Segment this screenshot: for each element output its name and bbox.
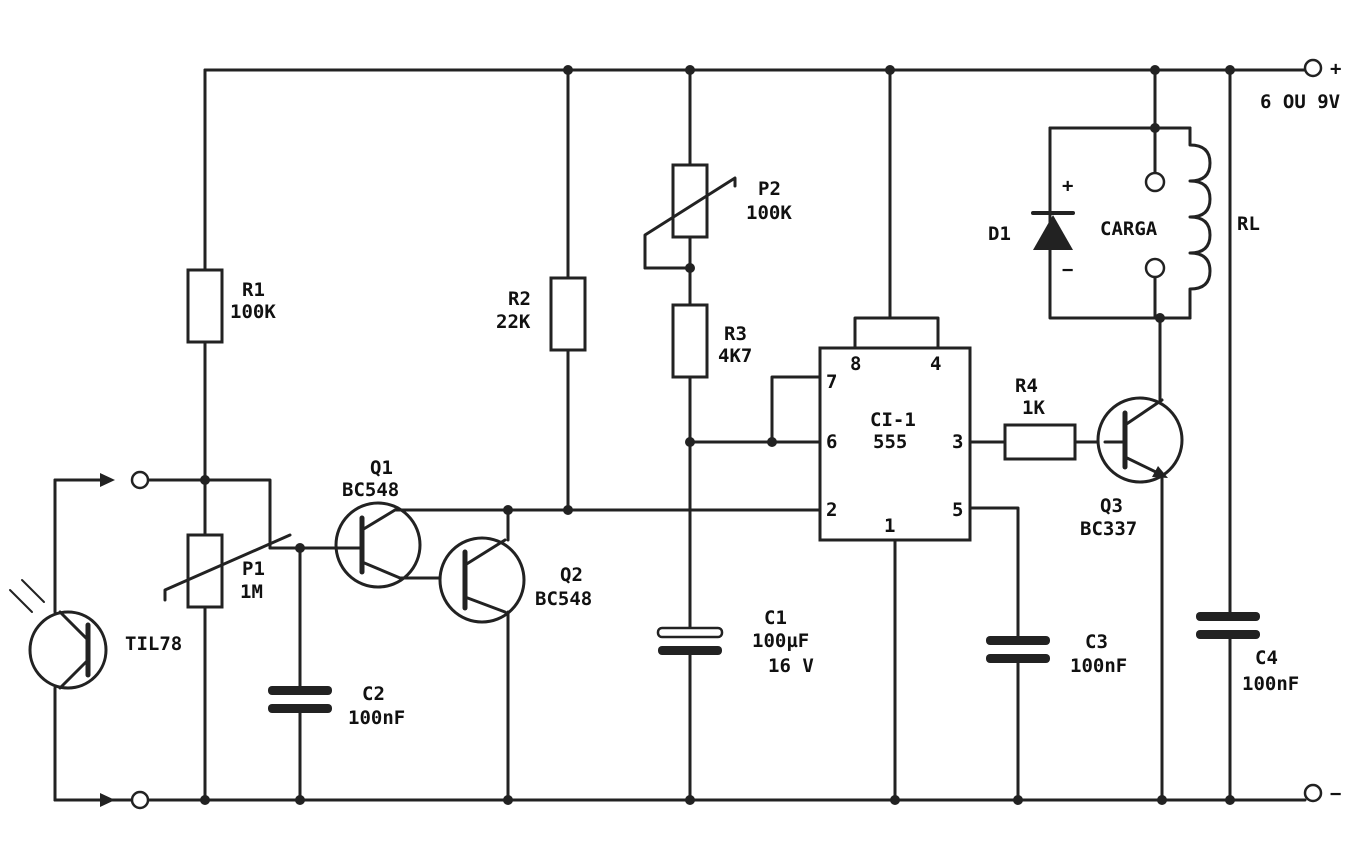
d1-name: D1 (988, 223, 1011, 245)
c2-name: C2 (362, 683, 385, 705)
p2-name: P2 (758, 178, 781, 200)
r2-name: R2 (508, 288, 531, 310)
r4-value: 1K (1022, 397, 1045, 419)
ic-pin6: 6 (826, 431, 837, 453)
negative-sign: − (1330, 783, 1341, 805)
load-terminal-top[interactable] (1144, 171, 1166, 193)
r4-resistor (1003, 423, 1077, 461)
ic-name: CI-1 (870, 409, 916, 431)
c4-value: 100nF (1242, 673, 1299, 695)
c4-name: C4 (1255, 647, 1278, 669)
phototransistor (28, 610, 108, 690)
c1-voltage: 16 V (768, 655, 814, 677)
c3-capacitor (986, 636, 1050, 645)
p1-name: P1 (242, 558, 265, 580)
relay-name: RL (1237, 213, 1260, 235)
ptr-type: TIL78 (125, 633, 182, 655)
q2-name: Q2 (560, 564, 583, 586)
q1-name: Q1 (370, 457, 393, 479)
input-top-wire (143, 478, 272, 550)
ic-pin4: 4 (930, 353, 941, 375)
c1-capacitor (656, 626, 724, 639)
ic-type: 555 (873, 431, 907, 453)
relay-load: CARGA (1100, 218, 1158, 240)
sensor-terminal-top[interactable] (130, 470, 150, 490)
p2-wiper-arrow (643, 176, 737, 270)
r1-value: 100K (230, 301, 276, 323)
c1-value: 100µF (752, 630, 809, 652)
ic-pin5: 5 (952, 499, 963, 521)
q1-transistor (334, 501, 422, 589)
d1-plus: + (1062, 175, 1073, 197)
r2-value: 22K (496, 311, 531, 333)
d1-minus: − (1062, 259, 1073, 281)
q2-transistor (438, 536, 526, 624)
supply-voltage: 6 OU 9V (1260, 91, 1340, 113)
ic-pin2: 2 (826, 499, 837, 521)
positive-terminal[interactable] (1303, 58, 1323, 78)
sensor-terminal-bottom[interactable] (130, 790, 150, 810)
r1-resistor (186, 268, 224, 344)
relay-coil (1188, 126, 1212, 320)
negative-terminal[interactable] (1303, 783, 1323, 803)
r3-resistor (671, 303, 709, 379)
c4-capacitor (1196, 612, 1260, 621)
q3-name: Q3 (1100, 495, 1123, 517)
d1-diode (1033, 215, 1073, 250)
r1-name: R1 (242, 279, 265, 301)
c3-name: C3 (1085, 631, 1108, 653)
p2-potentiometer (671, 163, 709, 239)
pin8-pin4-link (853, 316, 940, 350)
positive-sign: + (1330, 58, 1341, 80)
d1-frame (1048, 126, 1192, 320)
r3-name: R3 (724, 323, 747, 345)
r4-name: R4 (1015, 375, 1038, 397)
q3-type: BC337 (1080, 518, 1137, 540)
c2-capacitor (268, 686, 332, 695)
ic-pin7: 7 (826, 371, 837, 393)
p1-value: 1M (240, 581, 263, 603)
r2-resistor (549, 276, 587, 352)
c3-value: 100nF (1070, 655, 1127, 677)
p1-wiper-arrow (163, 533, 292, 602)
r3-value: 4K7 (718, 345, 752, 367)
c1-name: C1 (764, 607, 787, 629)
ic-pin8: 8 (850, 353, 861, 375)
q3-transistor (1096, 396, 1184, 484)
ic-pin1: 1 (884, 515, 895, 537)
pin7-strap (770, 375, 822, 444)
q2-type: BC548 (535, 588, 592, 610)
c2-value: 100nF (348, 707, 405, 729)
ic-555 (818, 346, 972, 542)
q1-type: BC548 (342, 479, 399, 501)
ic-pin3: 3 (952, 431, 963, 453)
load-terminal-bottom[interactable] (1144, 257, 1166, 279)
p2-value: 100K (746, 202, 792, 224)
